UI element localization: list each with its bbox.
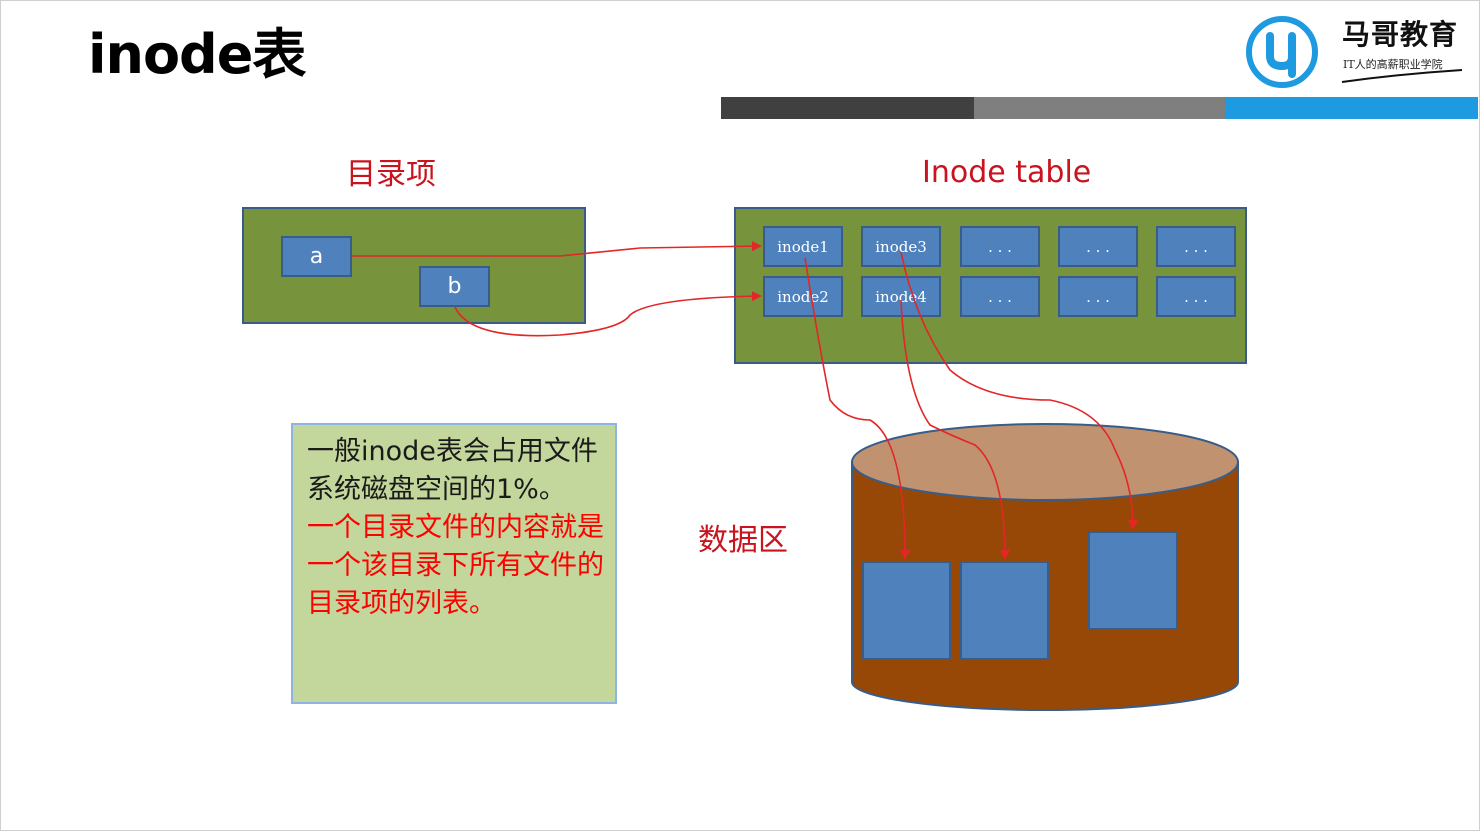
data-block: [862, 561, 951, 660]
arrow-inode3-to-block3: [900, 251, 1138, 530]
slide-title: inode表: [88, 23, 306, 86]
brand-swoosh-icon: [1341, 69, 1463, 83]
inode-cell: . . .: [960, 276, 1040, 317]
data-block: [1088, 531, 1178, 630]
inode-cell: inode2: [763, 276, 843, 317]
note-text-black: 一般inode表会占用文件系统磁盘空间的1%。: [307, 436, 598, 505]
arrow-inode4-to-block2: [900, 299, 1010, 560]
dir-entry-label: 目录项: [346, 157, 436, 192]
arrow-a-to-inode1: [352, 241, 762, 257]
dir-entry-b: b: [419, 266, 490, 307]
inode-cell: . . .: [1058, 276, 1138, 317]
note-box: 一般inode表会占用文件系统磁盘空间的1%。 一个目录文件的内容就是一个该目录…: [291, 423, 617, 704]
brand-name: 马哥教育: [1342, 18, 1459, 51]
inode-cell: . . .: [1156, 276, 1236, 317]
dir-entry-a: a: [281, 236, 352, 277]
brand-tagline: IT人的高薪职业学院: [1343, 58, 1443, 71]
inode-cell: inode3: [861, 226, 941, 267]
data-block: [960, 561, 1049, 660]
accent-bar-gray: [974, 97, 1225, 119]
data-area-label: 数据区: [698, 523, 788, 558]
arrow-inode2-to-block1: [804, 257, 910, 560]
inode-cell: inode1: [763, 226, 843, 267]
accent-bar-dark: [721, 97, 974, 119]
accent-bar-blue: [1225, 97, 1478, 119]
inode-cell: . . .: [1058, 226, 1138, 267]
note-text-red: 一个目录文件的内容就是一个该目录下所有文件的目录项的列表。: [307, 512, 604, 619]
inode-cell: . . .: [960, 226, 1040, 267]
brand-logo-icon: [1246, 16, 1318, 88]
inode-table-label: Inode table: [922, 155, 1092, 190]
inode-cell: . . .: [1156, 226, 1236, 267]
arrow-b-to-inode2: [454, 291, 762, 337]
